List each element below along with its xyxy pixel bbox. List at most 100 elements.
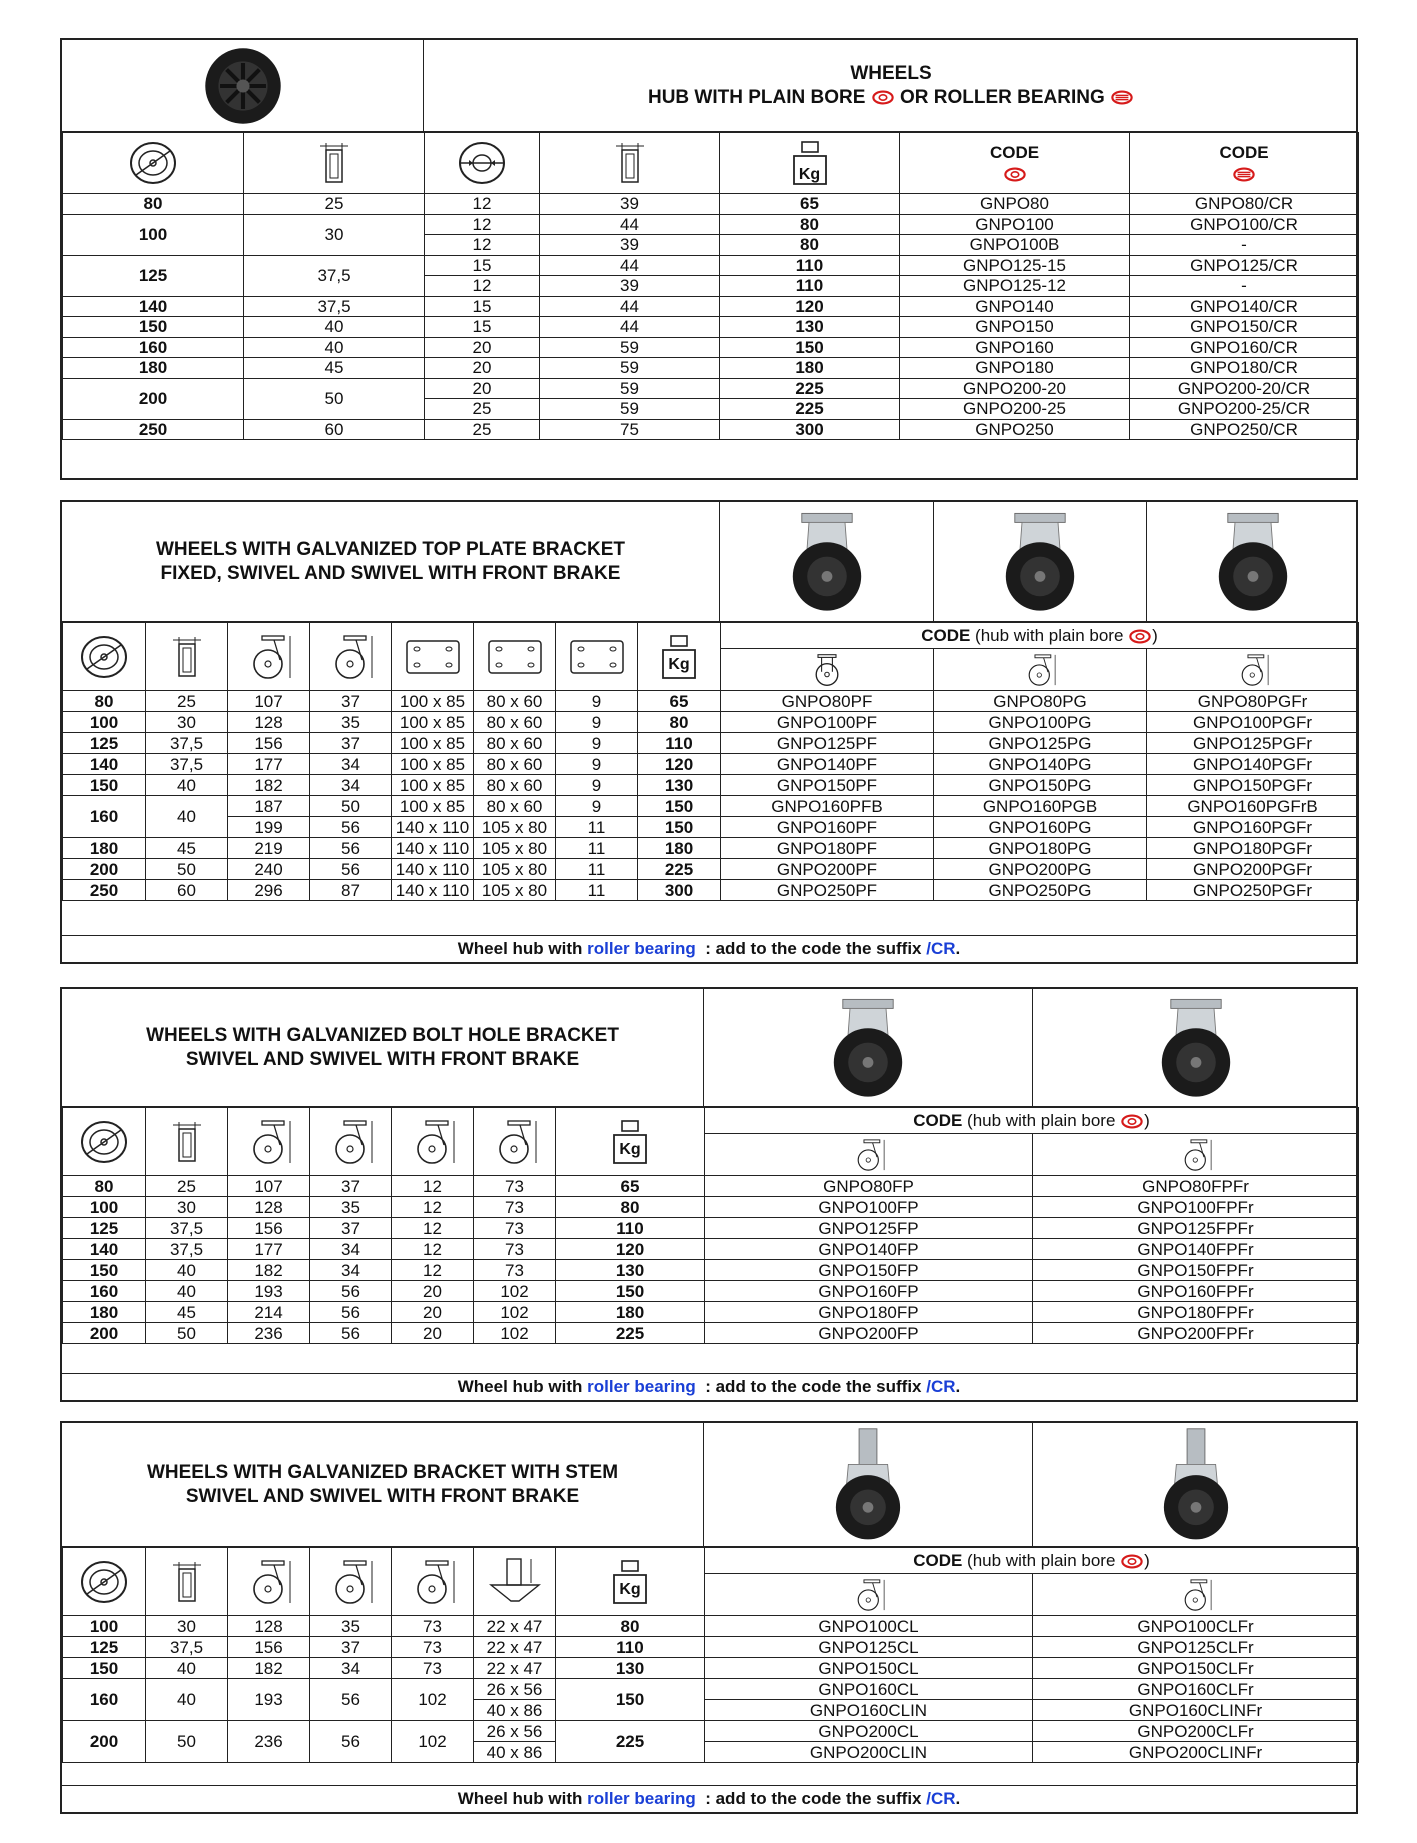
code-roller-cell: GNPO180/CR xyxy=(1129,357,1359,379)
footnote-text-a: Wheel hub with xyxy=(457,1377,583,1396)
load-cell: 130 xyxy=(719,316,900,338)
code-swivel-cell: GNPO180FP xyxy=(704,1301,1033,1323)
code-swivel-cell: GNPO200CL xyxy=(704,1720,1033,1742)
diameter-cell: 125 xyxy=(62,1636,146,1658)
code-swivel-brake-cell: GNPO200FPFr xyxy=(1031,1322,1360,1344)
diameter-header xyxy=(62,1547,146,1616)
photo-stem-swivel-brake-caster xyxy=(1032,1423,1358,1547)
kg-label: Kg xyxy=(668,656,690,673)
kg-label: Kg xyxy=(619,1141,641,1158)
plate-size-cell: 140 x 110 xyxy=(391,858,474,880)
load-cell: 130 xyxy=(555,1259,705,1281)
swivel-caster-icon xyxy=(1022,652,1058,688)
height-cell: 236 xyxy=(227,1720,310,1763)
code-fixed-cell: GNPO80PF xyxy=(720,690,934,712)
offset-cell: 35 xyxy=(309,1196,392,1218)
offset-cell: 87 xyxy=(309,879,392,901)
footnote-roller-bearing: roller bearing xyxy=(587,939,696,958)
roller-bearing-footnote: Wheel hub with roller bearing : add to t… xyxy=(62,935,1356,962)
load-cell: 150 xyxy=(637,816,721,838)
hub-length-cell: 59 xyxy=(539,336,720,358)
bracket-height-icon xyxy=(490,1117,540,1167)
code-roller-cell: GNPO200-20/CR xyxy=(1129,377,1359,399)
code-label: CODE xyxy=(921,625,971,645)
code-swivel-cell: GNPO100FP xyxy=(704,1196,1033,1218)
code-swivel-brake-cell: GNPO160PGFr xyxy=(1145,816,1360,838)
section-wheels-header: WHEELS HUB WITH PLAIN BORE OR ROLLER BEA… xyxy=(424,40,1358,132)
roller-bearing-icon xyxy=(1110,90,1134,105)
photo-swivel-caster xyxy=(933,502,1146,622)
width-cell: 45 xyxy=(145,837,228,859)
stem-size-cell: 22 x 47 xyxy=(473,1615,556,1637)
code-label: CODE xyxy=(1219,143,1269,162)
diameter-cell: 150 xyxy=(62,1657,146,1679)
code-swivel-brake-cell: GNPO250PGFr xyxy=(1145,879,1360,901)
height-cell: 177 xyxy=(227,1238,310,1260)
diameter-cell: 180 xyxy=(62,357,244,379)
footnote-text-c: : add to the code the suffix xyxy=(705,939,922,958)
code-swivel-brake-cell: GNPO160CLFr xyxy=(1031,1678,1360,1700)
swivel-offset-icon xyxy=(326,1117,376,1167)
code-swivel-cell: GNPO80PG xyxy=(933,690,1147,712)
diameter-cell: 150 xyxy=(62,1259,146,1281)
load-cell: 80 xyxy=(719,213,900,235)
code-label: CODE xyxy=(913,1550,963,1570)
diameter-cell: 80 xyxy=(62,193,244,215)
code-roller-cell: GNPO200-25/CR xyxy=(1129,398,1359,420)
hole-spacing-cell: 80 x 60 xyxy=(473,753,556,775)
bore-cell: 25 xyxy=(424,418,540,440)
code-note: (hub with plain bore xyxy=(967,1550,1116,1570)
stem-swivel-caster-photo xyxy=(823,1427,913,1543)
code-swivel-brake-cell: GNPO150CLFr xyxy=(1031,1657,1360,1679)
code-swivel-cell: GNPO125FP xyxy=(704,1217,1033,1239)
code-plain-cell: GNPO125-12 xyxy=(899,275,1130,297)
bolt-hole-header xyxy=(391,1107,474,1176)
height-cell: 107 xyxy=(227,690,310,712)
code-swivel-brake-cell: GNPO100PGFr xyxy=(1145,711,1360,733)
overall-height-icon xyxy=(244,632,294,682)
offset-cell: 50 xyxy=(309,795,392,817)
code-fixed-cell: GNPO180PF xyxy=(720,837,934,859)
hole-diameter-cell: 11 xyxy=(555,858,638,880)
code-swivel-brake-cell: GNPO140FPFr xyxy=(1031,1238,1360,1260)
code-label: CODE xyxy=(989,143,1040,162)
offset-cell: 37 xyxy=(309,1217,392,1239)
code-plain-cell: GNPO200-20 xyxy=(899,377,1130,399)
width-cell: 40 xyxy=(145,774,228,796)
load-cell: 180 xyxy=(555,1301,705,1323)
diameter-cell: 200 xyxy=(62,1720,146,1763)
diameter-cell: 140 xyxy=(62,753,146,775)
width-cell: 30 xyxy=(145,1196,228,1218)
hub-length-cell: 75 xyxy=(539,418,720,440)
footnote-text-c: : add to the code the suffix xyxy=(705,1789,922,1808)
swivel-icon-cell xyxy=(933,648,1147,691)
bolt-hole-icon-row xyxy=(63,1133,1360,1176)
hub-length-cell: 59 xyxy=(539,377,720,399)
stem-size-header xyxy=(473,1547,556,1616)
code-plain-cell: GNPO150 xyxy=(899,316,1130,338)
code-swivel-brake-cell: GNPO150FPFr xyxy=(1031,1259,1360,1281)
diameter-header xyxy=(62,132,244,194)
section-stem: WHEELS WITH GALVANIZED BRACKET WITH STEM… xyxy=(60,1421,1360,1814)
photo-swivel-brake-caster xyxy=(1146,502,1358,622)
section-wheels-subtitle-roller: OR ROLLER BEARING xyxy=(899,86,1105,108)
height-cell: 182 xyxy=(227,774,310,796)
load-cell: 225 xyxy=(637,858,721,880)
code-plain-cell: GNPO200-25 xyxy=(899,398,1130,420)
load-cell: 300 xyxy=(637,879,721,901)
height-cell: 199 xyxy=(227,816,310,838)
swivel-radius-cell: 73 xyxy=(391,1657,474,1679)
top-plate-code-row: Kg CODE (hub with plain bore ) xyxy=(62,622,1360,691)
fixed-caster-icon xyxy=(809,652,845,688)
code-plain-cell: GNPO80 xyxy=(899,193,1130,215)
wheels-icon-row: Kg CODE CODE xyxy=(62,132,1359,194)
hub-length-cell: 39 xyxy=(539,275,720,297)
